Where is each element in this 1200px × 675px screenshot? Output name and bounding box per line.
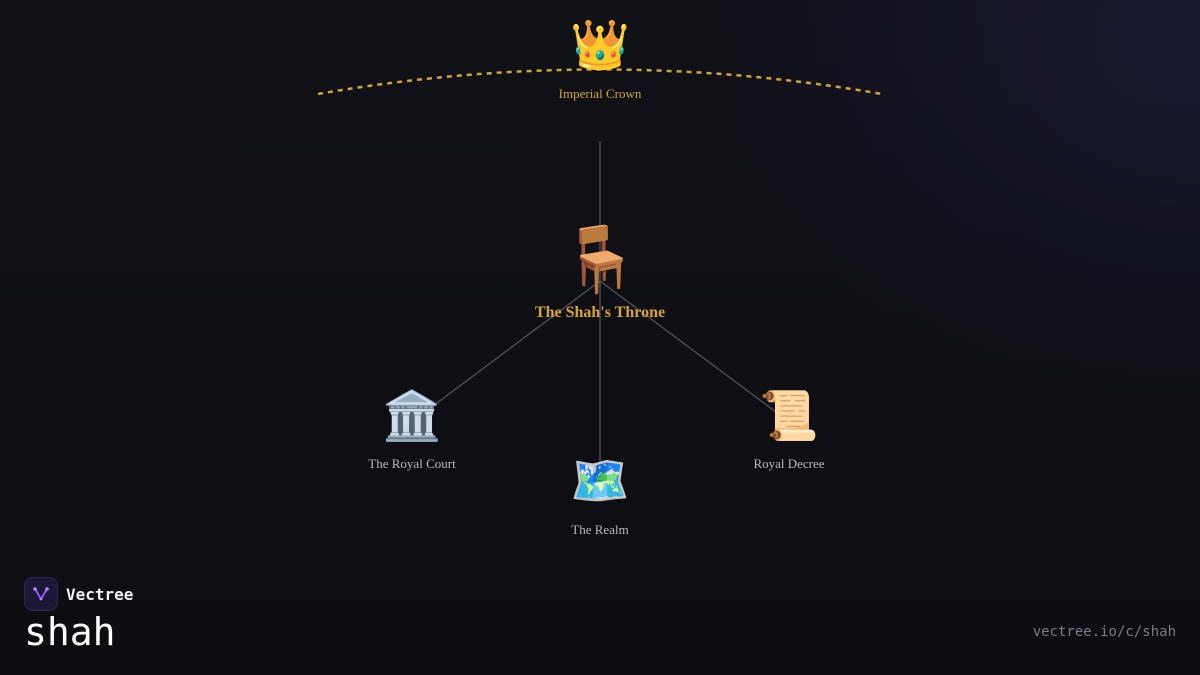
crown-arc <box>317 68 883 96</box>
node-label-court: The Royal Court <box>368 456 456 471</box>
classical-building-icon: 🏛️ <box>382 390 442 443</box>
edge-throne-court <box>424 280 601 413</box>
world-map-icon: 🗺️ <box>570 455 630 508</box>
node-shahs-throne[interactable]: 🪑 The Shah's Throne <box>535 228 665 322</box>
collection-url[interactable]: vectree.io/c/shah <box>1032 624 1176 640</box>
brand-name: Vectree <box>66 584 134 604</box>
node-label-realm: The Realm <box>571 522 629 537</box>
edge-throne-decree <box>599 280 777 413</box>
collection-slug: shah <box>24 610 116 654</box>
chair-icon: 🪑 <box>560 224 640 295</box>
node-label-throne: The Shah's Throne <box>534 304 666 321</box>
node-label-crown: Imperial Crown <box>558 86 642 101</box>
crown-icon: 👑 <box>570 19 630 72</box>
node-royal-decree[interactable]: 📜 Royal Decree <box>753 393 824 472</box>
node-imperial-crown[interactable]: 👑 Imperial Crown <box>559 22 642 102</box>
node-royal-court[interactable]: 🏛️ The Royal Court <box>368 393 455 472</box>
node-label-decree: Royal Decree <box>753 456 825 471</box>
vectree-logo-icon[interactable] <box>24 577 58 611</box>
brand-block: Vectree shah <box>24 577 133 651</box>
node-the-realm[interactable]: 🗺️ The Realm <box>570 458 630 538</box>
scroll-icon: 📜 <box>759 390 819 443</box>
